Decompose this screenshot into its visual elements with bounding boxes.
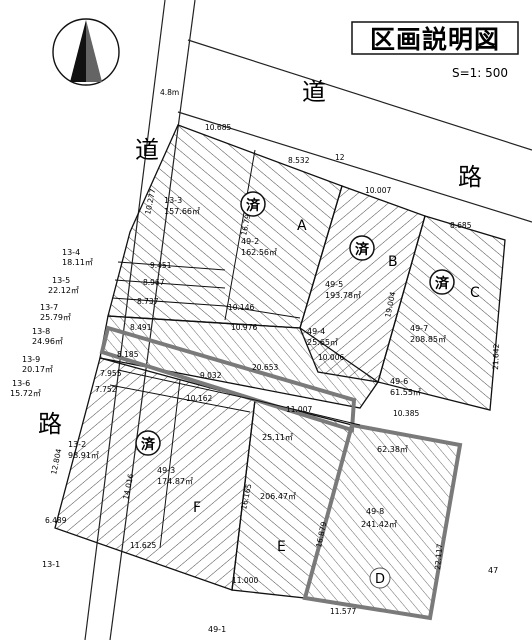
lot-id: 13-3	[164, 196, 182, 205]
parcel-letter-f: F	[193, 500, 201, 516]
lot-area: 15.72㎡	[10, 389, 41, 398]
svg-text:9.032: 9.032	[200, 371, 222, 380]
lot-id: 13-4	[62, 248, 80, 257]
svg-text:済: 済	[246, 197, 261, 214]
svg-text:8.491: 8.491	[130, 323, 152, 332]
svg-text:12: 12	[335, 153, 345, 162]
svg-text:7.955: 7.955	[100, 369, 122, 378]
svg-text:済: 済	[355, 241, 370, 258]
north-arrow-icon	[52, 18, 120, 86]
lot-id: 13-7	[40, 303, 58, 312]
svg-text:8.737: 8.737	[137, 297, 159, 306]
lot-area: 25.65㎡	[307, 338, 338, 347]
parcel-c-area	[377, 215, 506, 411]
svg-text:8.967: 8.967	[143, 278, 165, 287]
lot-area: 61.55㎡	[390, 388, 421, 397]
parcel-letter-d: D	[369, 567, 391, 589]
lot-id: 49-6	[390, 377, 408, 386]
svg-text:済: 済	[435, 275, 450, 292]
parcel-letter-e: E	[277, 539, 286, 555]
lot-id: 13-2	[68, 440, 86, 449]
highlight-lot-d	[302, 422, 463, 621]
lot-id: 49-3	[157, 466, 175, 475]
page-title: 区画説明図	[370, 25, 500, 54]
lot-area: 193.78㎡	[325, 291, 361, 300]
lot-area: 208.85㎡	[410, 335, 446, 344]
lot-id: 13-9	[22, 355, 40, 364]
svg-text:6.489: 6.489	[45, 516, 67, 525]
lot-area: 18.11㎡	[62, 258, 93, 267]
svg-text:22.117: 22.117	[433, 543, 444, 570]
svg-text:7.752: 7.752	[95, 385, 117, 394]
lot-area: 206.47㎡	[260, 492, 296, 501]
stamp-icon: 済	[349, 235, 375, 261]
lot-area: 98.91㎡	[68, 451, 99, 460]
svg-text:10.976: 10.976	[231, 323, 257, 332]
stamp-icon: 済	[135, 430, 161, 456]
svg-text:8.685: 8.685	[450, 221, 472, 230]
parcel-letter-c: C	[470, 285, 480, 301]
road-width: 4.8m	[160, 88, 179, 97]
svg-text:11.625: 11.625	[130, 541, 156, 550]
lot-label-49-1: 49-1	[208, 625, 226, 634]
svg-text:10.385: 10.385	[393, 409, 419, 418]
lot-id: 13-5	[52, 276, 70, 285]
svg-text:11.000: 11.000	[232, 576, 258, 585]
svg-text:10.007: 10.007	[365, 186, 391, 195]
svg-text:D: D	[375, 572, 385, 587]
road-label-left-bottom: 路	[38, 410, 62, 438]
svg-text:20.653: 20.653	[252, 363, 278, 372]
lot-label-13-1: 13-1	[42, 560, 60, 569]
lot-id: 49-5	[325, 280, 343, 289]
road-label-top: 道	[302, 78, 326, 106]
stamp-icon: 済	[240, 191, 266, 217]
lot-area: 241.42㎡	[361, 520, 397, 529]
lot-area: 22.12㎡	[48, 286, 79, 295]
svg-text:11.007: 11.007	[286, 405, 312, 414]
svg-text:16.79: 16.79	[239, 213, 252, 236]
parcel-letter-a: A	[297, 218, 307, 234]
svg-text:8.185: 8.185	[117, 350, 139, 359]
svg-text:10.006: 10.006	[318, 353, 344, 362]
lot-label-47: 47	[488, 566, 498, 575]
svg-text:11.577: 11.577	[330, 607, 356, 616]
lot-area: 157.66㎡	[164, 207, 200, 216]
svg-text:10.146: 10.146	[228, 303, 254, 312]
scale-label: S=1: 500	[452, 66, 508, 80]
lot-area: 162.56㎡	[241, 248, 277, 257]
lot-area: 25.79㎡	[40, 313, 71, 322]
lot-area: 62.38㎡	[377, 445, 408, 454]
lot-area: 20.17㎡	[22, 365, 53, 374]
dimension-labels: 10.685 8.532 12 10.007 8.685 10.277 16.7…	[45, 123, 501, 616]
parcel-letter-b: B	[388, 254, 398, 270]
lot-id: 13-6	[12, 379, 30, 388]
svg-text:10.685: 10.685	[205, 123, 231, 132]
svg-text:21.642: 21.642	[491, 343, 501, 370]
stamp-icon: 済	[429, 269, 455, 295]
lot-id: 13-8	[32, 327, 50, 336]
svg-text:10.162: 10.162	[186, 394, 212, 403]
road-label-left-top: 道	[135, 136, 159, 164]
lot-id: 49-8	[366, 507, 384, 516]
lot-area: 25.11㎡	[262, 433, 293, 442]
lot-lines	[109, 149, 361, 549]
road-label-right: 路	[458, 163, 482, 191]
lot-id: 49-7	[410, 324, 428, 333]
svg-text:9.451: 9.451	[150, 261, 172, 270]
svg-text:8.532: 8.532	[288, 156, 310, 165]
lot-id: 49-4	[307, 327, 325, 336]
svg-text:12.804: 12.804	[49, 448, 63, 476]
lot-area: 24.96㎡	[32, 337, 63, 346]
lot-area: 174.87㎡	[157, 477, 193, 486]
title-box	[351, 21, 519, 55]
block-outline	[54, 124, 506, 619]
svg-text:済: 済	[141, 436, 156, 453]
left-lot-list: 13-4 18.11㎡ 13-5 22.12㎡ 13-7 25.79㎡ 13-8…	[10, 248, 93, 398]
lot-id: 49-2	[241, 237, 259, 246]
parcel-f-area	[54, 357, 256, 591]
